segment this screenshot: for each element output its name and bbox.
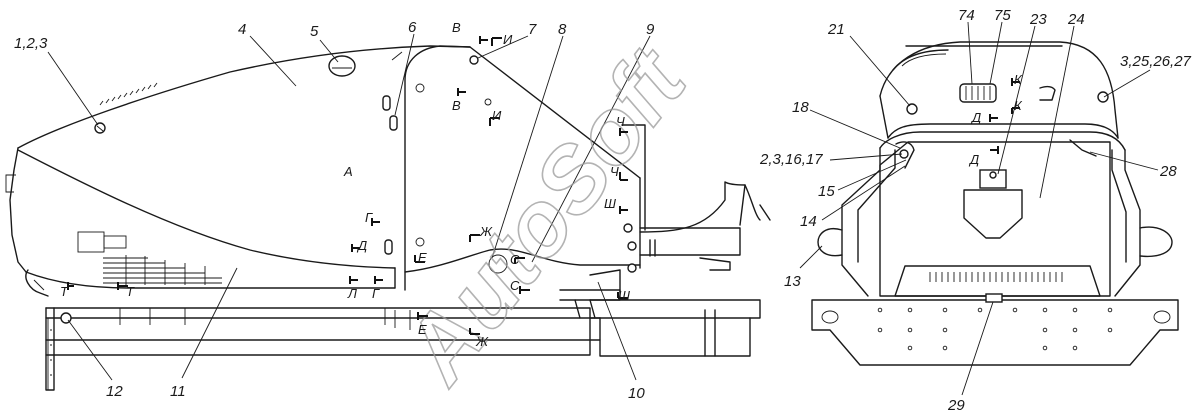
filler-cap xyxy=(328,55,356,77)
front-panel xyxy=(879,141,1111,297)
callout-74: 74 xyxy=(958,7,975,24)
hood-shoulder xyxy=(887,123,1119,139)
callout-29: 29 xyxy=(947,397,965,414)
callouts-right: 21 74 75 23 24 3,25,26,27 18 2,3,16,17 1… xyxy=(759,7,1192,414)
headlight-left xyxy=(817,228,843,257)
section-label-t: Т xyxy=(60,284,69,299)
section-label-zh: Ж xyxy=(479,224,493,239)
section-label-k: К xyxy=(1014,72,1023,87)
bumper-holes xyxy=(877,307,1113,351)
hood-bottom-edge xyxy=(25,271,396,289)
section-labels: В И В И А Ч Ч Ш Г Д Л Г Ж Е Е Ж С С Ш Т … xyxy=(60,20,1023,349)
leader-lines-right xyxy=(799,21,1159,396)
callout-7: 7 xyxy=(528,21,537,38)
section-label-sh: Ш xyxy=(604,196,616,211)
callout-18: 18 xyxy=(792,99,809,116)
chassis-frame xyxy=(45,269,761,391)
callout-9: 9 xyxy=(646,21,655,38)
callout-11: 11 xyxy=(170,383,186,400)
callout-12: 12 xyxy=(106,383,123,400)
bumper-plate xyxy=(811,299,1179,366)
grille-slats xyxy=(103,255,222,285)
section-label-i: И xyxy=(492,108,502,123)
callout-15: 15 xyxy=(818,183,835,200)
callout-75: 75 xyxy=(994,7,1011,24)
hood-front-outline xyxy=(9,147,27,273)
section-label-g: Г xyxy=(372,286,380,301)
headlight-right xyxy=(1139,226,1173,258)
section-label-v: В xyxy=(452,20,461,35)
callout-21: 21 xyxy=(827,21,845,38)
callout-28: 28 xyxy=(1159,163,1177,180)
callout-24: 24 xyxy=(1067,11,1085,28)
callout-6: 6 xyxy=(408,19,417,36)
section-label-ch: Ч xyxy=(610,164,619,179)
callout-5: 5 xyxy=(310,23,319,40)
callout-2-3-16-17: 2,3,16,17 xyxy=(759,151,823,168)
section-marker-strokes xyxy=(67,36,1020,335)
lower-grille xyxy=(894,265,1101,297)
section-label-e: Е xyxy=(418,322,427,337)
section-label-g: Г xyxy=(365,210,373,225)
leader-lines-left xyxy=(47,33,651,381)
section-label-i: И xyxy=(503,32,513,47)
rear-seat-bracket xyxy=(639,181,746,233)
front-bracket xyxy=(963,189,1023,239)
section-label-s: С xyxy=(510,278,520,293)
section-label-ch: Ч xyxy=(616,114,625,129)
body-left-side xyxy=(841,147,881,297)
hood-lower-line xyxy=(17,149,396,269)
cab-side-front xyxy=(404,45,471,291)
section-label-sh: Ш xyxy=(618,288,630,303)
callout-10: 10 xyxy=(628,385,645,402)
section-label-t: Т xyxy=(126,284,135,299)
callout-13: 13 xyxy=(784,273,801,290)
callout-23: 23 xyxy=(1029,11,1047,28)
section-label-d: Д xyxy=(970,110,981,125)
callout-8: 8 xyxy=(558,21,567,38)
section-label-k: К xyxy=(1014,98,1023,113)
callout-4: 4 xyxy=(238,21,246,38)
section-label-v: В xyxy=(452,98,461,113)
section-label-l: Л xyxy=(347,286,357,301)
callout-3-25-26-27: 3,25,26,27 xyxy=(1120,53,1192,70)
section-label-e: Е xyxy=(418,250,427,265)
watermark: AutoSoft xyxy=(384,29,707,402)
callout-14: 14 xyxy=(800,213,817,230)
callout-1-2-3: 1,2,3 xyxy=(14,35,48,52)
section-label-zh: Ж xyxy=(475,334,489,349)
cab-side-lower-curve xyxy=(404,248,641,273)
section-label-d: Д xyxy=(356,238,367,253)
callouts-left: 1,2,3 4 5 6 7 8 9 10 11 12 xyxy=(14,19,655,402)
hood-top-outline xyxy=(17,45,641,179)
rear-bracket xyxy=(639,227,741,256)
section-label-d: Д xyxy=(968,152,979,167)
section-label-s: С xyxy=(510,252,520,267)
front-view xyxy=(811,41,1179,366)
body-right-side xyxy=(1114,149,1141,297)
side-view xyxy=(5,45,771,391)
section-label-a: А xyxy=(343,164,353,179)
